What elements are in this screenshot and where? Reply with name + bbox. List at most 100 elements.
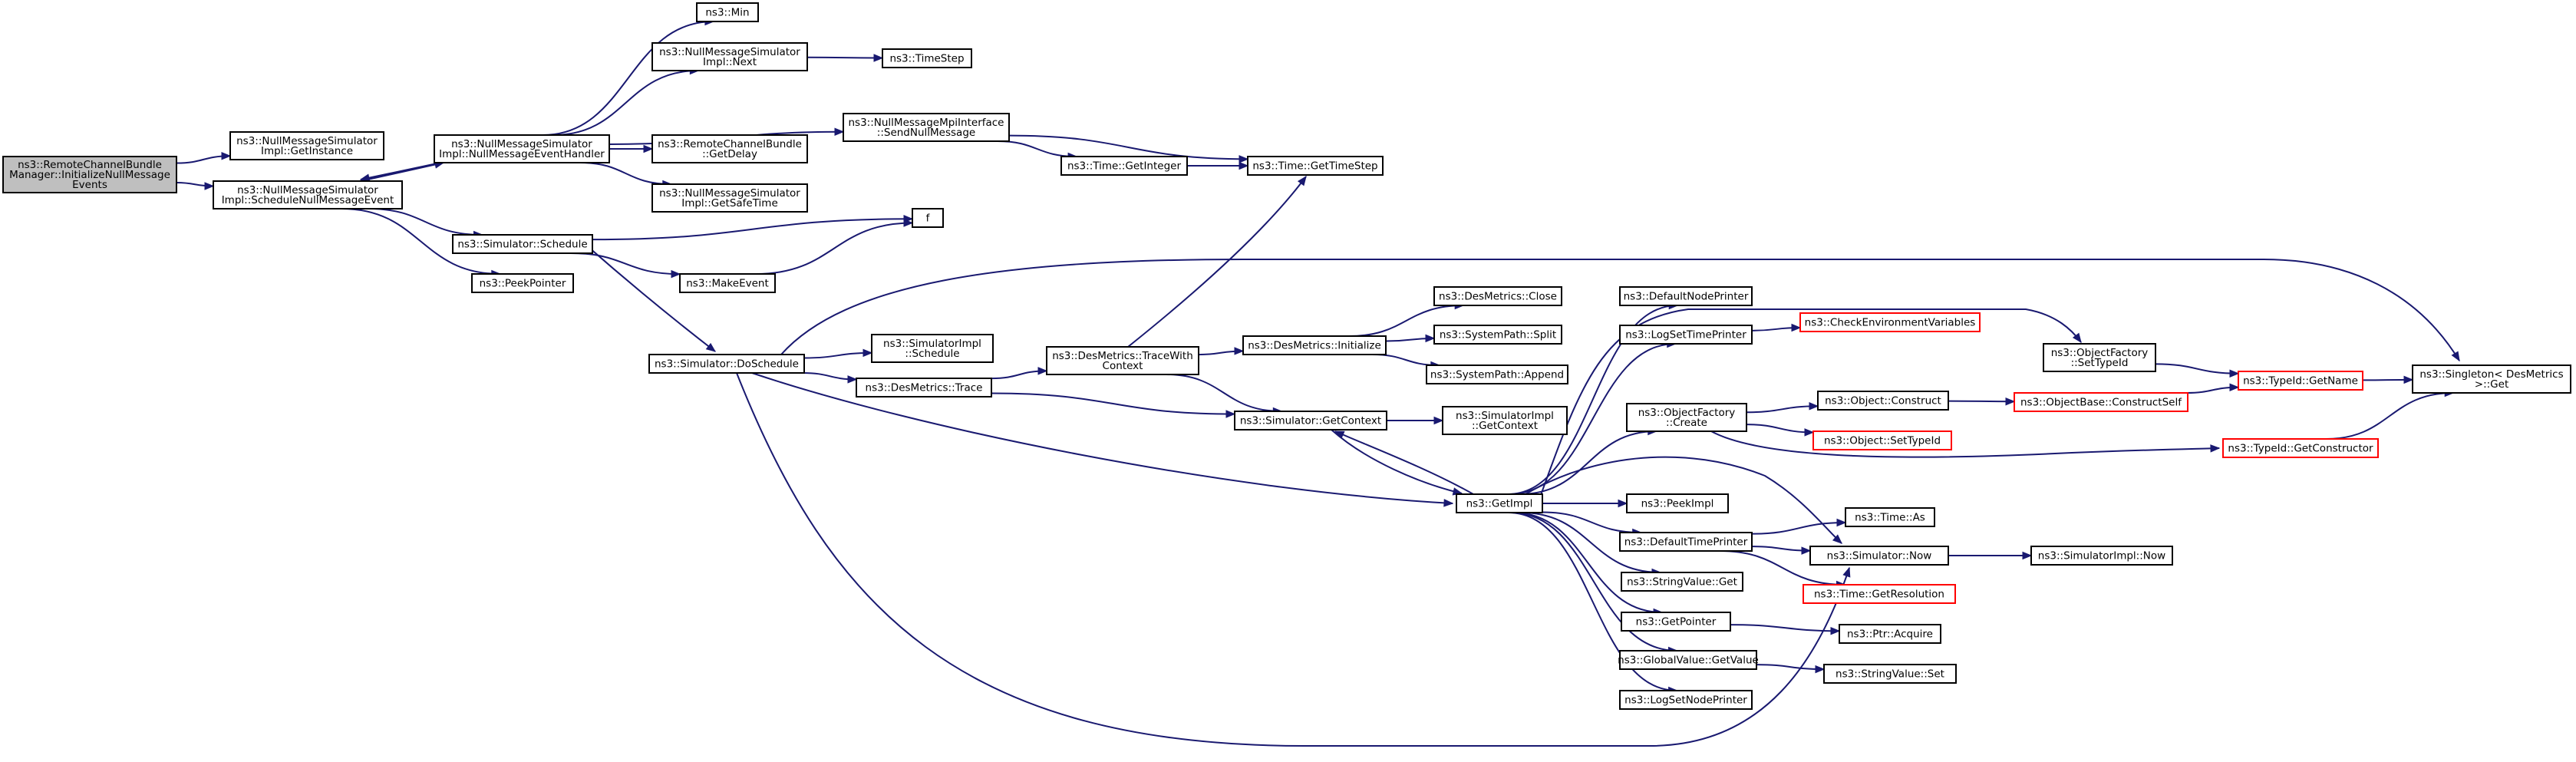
node-getpointer[interactable]: ns3::GetPointer bbox=[1621, 612, 1731, 632]
node-label: ns3::ObjectFactory bbox=[1638, 407, 1736, 419]
node-label: ns3::ObjectBase::ConstructSelf bbox=[2020, 397, 2182, 409]
node-label: Impl::GetSafeTime bbox=[681, 197, 778, 209]
node-singleton[interactable]: ns3::Singleton< DesMetrics>::Get bbox=[2412, 365, 2571, 394]
node-desclose[interactable]: ns3::DesMetrics::Close bbox=[1433, 286, 1562, 306]
edge-line bbox=[1948, 400, 2015, 403]
edge-deftimeprinter-to-timeas bbox=[1751, 518, 1847, 535]
node-ofsettypeid[interactable]: ns3::ObjectFactory::SetTypeId bbox=[2043, 343, 2156, 372]
node-defnodeprinter[interactable]: ns3::DefaultNodePrinter bbox=[1619, 286, 1753, 306]
node-box bbox=[1619, 325, 1753, 345]
node-label: ns3::TimeStep bbox=[889, 53, 964, 65]
edge-line bbox=[755, 222, 913, 275]
node-schednull[interactable]: ns3::NullMessageSimulatorImpl::ScheduleN… bbox=[213, 180, 403, 209]
node-getcontext[interactable]: ns3::Simulator::GetContext bbox=[1234, 411, 1387, 430]
node-split[interactable]: ns3::SystemPath::Split bbox=[1433, 325, 1562, 345]
node-label: ::SendNullMessage bbox=[877, 127, 975, 139]
node-desinit[interactable]: ns3::DesMetrics::Initialize bbox=[1242, 335, 1387, 355]
node-getsafetime[interactable]: ns3::NullMessageSimulatorImpl::GetSafeTi… bbox=[651, 183, 808, 213]
edge-arrowhead bbox=[204, 182, 215, 190]
node-getresolution[interactable]: ns3::Time::GetResolution bbox=[1803, 584, 1956, 604]
edge-line bbox=[360, 162, 444, 182]
node-gettimestep[interactable]: ns3::Time::GetTimeStep bbox=[1247, 156, 1384, 176]
node-strvalset[interactable]: ns3::StringValue::Set bbox=[1823, 664, 1957, 684]
nodes-layer: ns3::RemoteChannelBundleManager::Initial… bbox=[2, 2, 2571, 710]
node-typeidgetname[interactable]: ns3::TypeId::GetName bbox=[2238, 371, 2363, 391]
node-getinstance[interactable]: ns3::NullMessageSimulatorImpl::GetInstan… bbox=[229, 131, 384, 160]
edge-arrowhead bbox=[1239, 155, 1249, 163]
node-label: ns3::DesMetrics::Close bbox=[1439, 291, 1557, 303]
node-ofcreate[interactable]: ns3::ObjectFactory::Create bbox=[1626, 403, 1747, 432]
node-ptracquire[interactable]: ns3::Ptr::Acquire bbox=[1839, 624, 1941, 644]
node-implgetcontext[interactable]: ns3::SimulatorImpl::GetContext bbox=[1442, 406, 1568, 435]
node-peekpointer[interactable]: ns3::PeekPointer bbox=[471, 273, 574, 293]
edge-doschedule-to-simimplschedule bbox=[803, 348, 873, 359]
node-implnow[interactable]: ns3::SimulatorImpl::Now bbox=[2030, 546, 2173, 566]
edge-arrowhead bbox=[1239, 161, 1249, 170]
edge-getimpl-to-ofcreate bbox=[1519, 427, 1658, 495]
node-label: ns3::SystemPath::Split bbox=[1440, 329, 1556, 341]
edge-line bbox=[1334, 430, 1474, 495]
node-timeas[interactable]: ns3::Time::As bbox=[1845, 507, 1935, 527]
edge-arrowhead bbox=[1037, 367, 1048, 375]
node-checkenv[interactable]: ns3::CheckEnvironmentVariables bbox=[1799, 312, 1981, 332]
node-box bbox=[1823, 664, 1957, 684]
node-append[interactable]: ns3::SystemPath::Append bbox=[1426, 365, 1568, 384]
edge-ofcreate-to-objconstruct bbox=[1746, 402, 1819, 414]
node-getdelay[interactable]: ns3::RemoteChannelBundle::GetDelay bbox=[651, 134, 808, 163]
node-objbaseconstruct[interactable]: ns3::ObjectBase::ConstructSelf bbox=[2014, 392, 2188, 412]
node-objconstruct[interactable]: ns3::Object::Construct bbox=[1817, 391, 1949, 411]
node-nmhandler[interactable]: ns3::NullMessageSimulatorImpl::NullMessa… bbox=[434, 134, 610, 163]
edge-arrowhead bbox=[903, 219, 914, 227]
node-label: ns3::LogSetTimePrinter bbox=[1625, 329, 1746, 341]
node-logsettime[interactable]: ns3::LogSetTimePrinter bbox=[1619, 325, 1753, 345]
node-simnow[interactable]: ns3::Simulator::Now bbox=[1809, 546, 1949, 566]
edge-arrowhead bbox=[847, 375, 858, 384]
edge-typeidgetname-to-singleton bbox=[2362, 375, 2414, 384]
node-typeidgetconstructor[interactable]: ns3::TypeId::GetConstructor bbox=[2222, 438, 2379, 458]
node-getimpl[interactable]: ns3::GetImpl bbox=[1456, 493, 1543, 513]
edge-tracewith-to-desinit bbox=[1198, 347, 1245, 356]
node-min[interactable]: ns3::Min bbox=[696, 2, 759, 22]
node-peekimpl[interactable]: ns3::PeekImpl bbox=[1626, 493, 1729, 513]
node-box bbox=[229, 131, 384, 160]
node-label: ns3::Time::GetResolution bbox=[1814, 589, 1944, 601]
edge-arrowhead bbox=[1804, 428, 1815, 437]
node-doschedule[interactable]: ns3::Simulator::DoSchedule bbox=[648, 354, 805, 374]
node-deftimeprinter[interactable]: ns3::DefaultTimePrinter bbox=[1619, 532, 1753, 552]
edge-arrowhead bbox=[2403, 375, 2414, 384]
edge-arrowhead bbox=[1801, 546, 1812, 555]
edge-line bbox=[1127, 176, 1307, 348]
node-f[interactable]: f bbox=[912, 208, 944, 228]
node-simimplschedule[interactable]: ns3::SimulatorImpl::Schedule bbox=[871, 334, 994, 363]
node-label: ns3::SimulatorImpl bbox=[883, 338, 981, 350]
edge-line bbox=[803, 351, 872, 359]
node-label: ns3::NullMessageSimulator bbox=[451, 138, 592, 150]
edge-line bbox=[1730, 624, 1840, 632]
node-objsettypeid[interactable]: ns3::Object::SetTypeId bbox=[1812, 430, 1952, 450]
edge-desmtrace-to-getcontext bbox=[991, 392, 1236, 418]
edge-line bbox=[543, 21, 714, 136]
node-sendnull[interactable]: ns3::NullMessageMpiInterface::SendNullMe… bbox=[843, 113, 1010, 142]
node-desmtrace[interactable]: ns3::DesMetrics::Trace bbox=[856, 378, 992, 397]
edge-line bbox=[2326, 392, 2454, 440]
node-gvgetvalue[interactable]: ns3::GlobalValue::GetValue bbox=[1618, 650, 1759, 670]
node-label: ns3::PeekPointer bbox=[480, 278, 566, 290]
edge-nmhandler-to-getdelay bbox=[609, 144, 654, 153]
node-strvalget[interactable]: ns3::StringValue::Get bbox=[1621, 572, 1743, 592]
node-schedule[interactable]: ns3::Simulator::Schedule bbox=[452, 234, 593, 254]
edge-makeevent-to-f bbox=[755, 219, 914, 275]
node-label: ns3::MakeEvent bbox=[686, 278, 769, 290]
edge-arrowhead bbox=[1815, 665, 1826, 674]
node-timestep[interactable]: ns3::TimeStep bbox=[882, 48, 972, 68]
node-logsetnode[interactable]: ns3::LogSetNodePrinter bbox=[1619, 690, 1753, 710]
node-box bbox=[1817, 391, 1949, 411]
node-getinteger[interactable]: ns3::Time::GetInteger bbox=[1060, 156, 1188, 176]
node-box bbox=[1621, 612, 1731, 632]
node-box bbox=[1060, 156, 1188, 176]
node-makeevent[interactable]: ns3::MakeEvent bbox=[679, 273, 776, 293]
edge-getcontext-to-getimpl bbox=[1331, 429, 1463, 496]
edge-doschedule-to-desmtrace bbox=[803, 372, 858, 384]
